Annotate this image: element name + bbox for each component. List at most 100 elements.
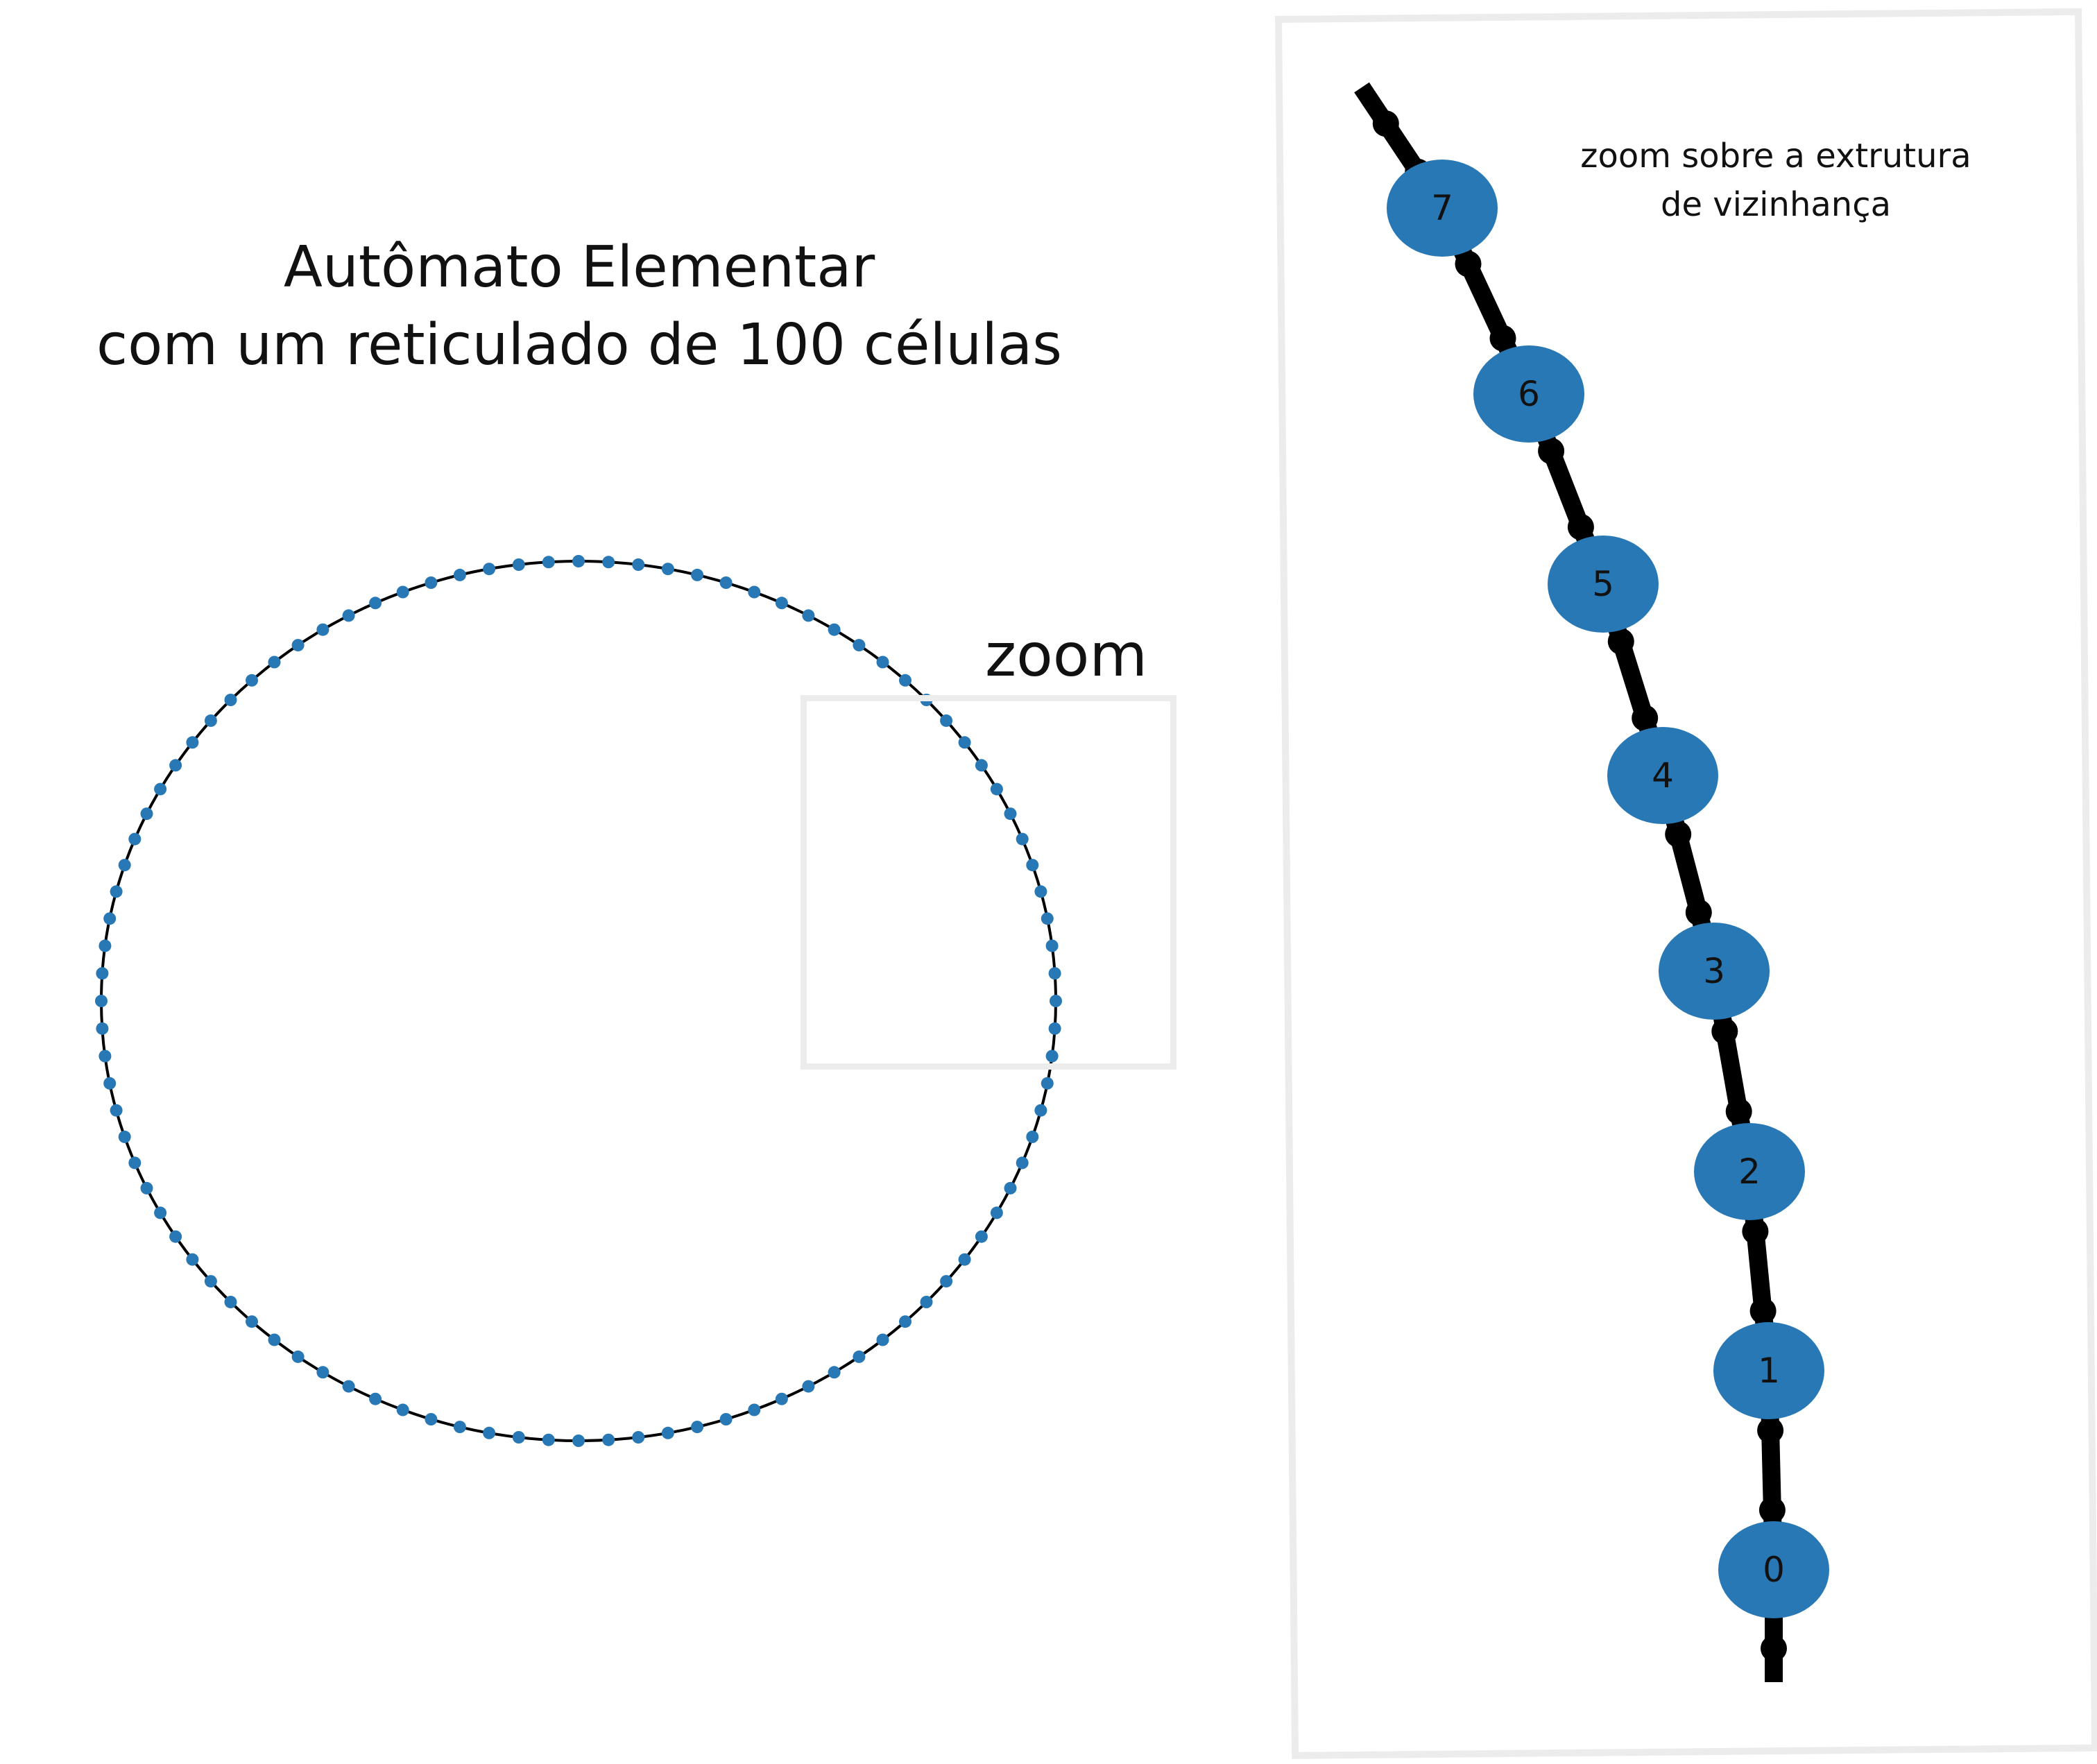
ring-cell-41 xyxy=(169,1230,182,1243)
ring-cell-2 xyxy=(1045,1050,1059,1063)
ring-cell-98 xyxy=(1045,939,1059,952)
ring-cell-34 xyxy=(316,1366,329,1379)
zoom-edge-arrow xyxy=(1761,1635,1787,1662)
zoom-edge-arrow xyxy=(1607,628,1634,655)
zoom-note: zoom sobre a extrutura de vizinhança xyxy=(1561,132,1991,229)
ring-cell-35 xyxy=(291,1350,305,1363)
ring-cell-74 xyxy=(542,556,555,569)
ring-cell-24 xyxy=(602,1433,615,1446)
zoom-edge-arrow xyxy=(1758,1496,1786,1523)
ring-cell-47 xyxy=(103,1077,117,1090)
zoom-node-label-2: 2 xyxy=(1738,1151,1761,1192)
ring-cell-10 xyxy=(958,1253,971,1266)
zoom-edge-arrow xyxy=(1665,821,1692,848)
ring-cell-32 xyxy=(369,1392,382,1405)
ring-cell-14 xyxy=(876,1333,889,1346)
ring-cell-76 xyxy=(602,556,615,569)
ring-cell-27 xyxy=(512,1431,525,1444)
ring-cell-56 xyxy=(128,832,142,846)
zoom-edge-arrow xyxy=(1725,1098,1752,1125)
ring-cell-7 xyxy=(1004,1181,1017,1194)
ring-cell-85 xyxy=(853,639,866,652)
ring-cell-17 xyxy=(802,1380,815,1393)
ring-cell-20 xyxy=(719,1413,733,1425)
ring-cell-59 xyxy=(169,759,182,772)
ring-cell-79 xyxy=(691,568,704,581)
ring-cell-94 xyxy=(1016,832,1029,846)
ring-cell-8 xyxy=(990,1206,1003,1219)
ring-cell-72 xyxy=(483,563,496,576)
ring-cell-19 xyxy=(748,1403,761,1416)
ring-cell-16 xyxy=(828,1366,841,1379)
ring-cell-64 xyxy=(268,656,281,669)
ring-cell-69 xyxy=(396,585,409,599)
ring-cell-78 xyxy=(661,563,674,576)
ring-cell-25 xyxy=(572,1435,585,1447)
zoom-node-label-5: 5 xyxy=(1592,564,1614,604)
ring-cell-68 xyxy=(369,597,382,610)
ring-cell-87 xyxy=(899,674,911,687)
zoom-edge-arrow xyxy=(1632,705,1659,732)
ring-cell-33 xyxy=(342,1380,355,1393)
ring-cell-92 xyxy=(990,782,1003,796)
ring-cell-18 xyxy=(775,1392,788,1405)
ring-cell-82 xyxy=(775,597,788,610)
ring-cell-53 xyxy=(103,912,117,925)
ring-cell-75 xyxy=(572,555,585,567)
ring-cell-44 xyxy=(128,1156,142,1170)
zoom-node-3 xyxy=(1659,923,1770,1020)
zoom-edge-arrow xyxy=(1742,1218,1769,1245)
ring-cell-29 xyxy=(453,1421,466,1434)
ring-cell-70 xyxy=(425,576,438,589)
ring-cell-99 xyxy=(1048,967,1061,980)
ring-cell-93 xyxy=(1004,807,1017,821)
ring-cell-96 xyxy=(1034,885,1047,898)
ring-cell-80 xyxy=(719,576,733,589)
zoom-node-label-7: 7 xyxy=(1431,188,1453,228)
ring-cell-51 xyxy=(96,967,109,980)
ring-cell-97 xyxy=(1041,912,1054,925)
zoom-edge-arrow xyxy=(1711,1018,1738,1045)
ring-cell-89 xyxy=(940,714,953,727)
ring-cell-81 xyxy=(748,585,761,599)
ring-cell-0 xyxy=(1050,995,1062,1007)
zoom-edge-arrow xyxy=(1455,250,1482,277)
ring-cell-26 xyxy=(542,1433,555,1446)
ring-cell-5 xyxy=(1026,1130,1039,1143)
ring-cell-73 xyxy=(512,558,525,571)
title-line-1: Autômato Elementar xyxy=(283,234,875,300)
ring-cell-49 xyxy=(96,1022,109,1035)
ring-cell-57 xyxy=(140,807,153,821)
zoom-label: zoom xyxy=(985,621,1148,690)
ring-cell-11 xyxy=(940,1275,953,1288)
zoom-edge-arrow xyxy=(1749,1297,1777,1324)
ring-cell-22 xyxy=(661,1426,674,1439)
zoom-node-5 xyxy=(1548,536,1659,633)
ring-cell-91 xyxy=(975,759,988,772)
ring-cell-46 xyxy=(110,1104,123,1117)
zoom-note-line-2: de vizinhança xyxy=(1660,185,1891,224)
ring-cell-61 xyxy=(204,714,217,727)
zoom-node-1 xyxy=(1713,1322,1824,1419)
zoom-node-label-3: 3 xyxy=(1703,951,1725,991)
zoom-node-label-0: 0 xyxy=(1763,1550,1785,1590)
ring-cell-84 xyxy=(828,623,841,636)
zoom-note-line-1: zoom sobre a extrutura xyxy=(1580,137,1971,175)
ring-cell-13 xyxy=(899,1315,911,1328)
zoom-edge-arrow xyxy=(1567,513,1594,540)
zoom-node-label-4: 4 xyxy=(1652,755,1674,796)
ring-cell-6 xyxy=(1016,1156,1029,1170)
zoom-node-2 xyxy=(1694,1123,1805,1220)
ring-cell-15 xyxy=(853,1350,866,1363)
ring-cell-39 xyxy=(204,1275,217,1288)
ring-cell-36 xyxy=(268,1333,281,1346)
zoom-node-0 xyxy=(1718,1521,1829,1618)
ring-cell-40 xyxy=(186,1253,199,1266)
ring-cell-60 xyxy=(186,736,199,749)
ring-cell-90 xyxy=(958,736,971,749)
diagram-title: Autômato Elementar com um reticulado de … xyxy=(0,229,1158,384)
ring-cell-77 xyxy=(632,558,645,571)
ring-cell-55 xyxy=(118,859,131,872)
ring-cell-4 xyxy=(1034,1104,1047,1117)
ring-cell-63 xyxy=(246,674,258,687)
